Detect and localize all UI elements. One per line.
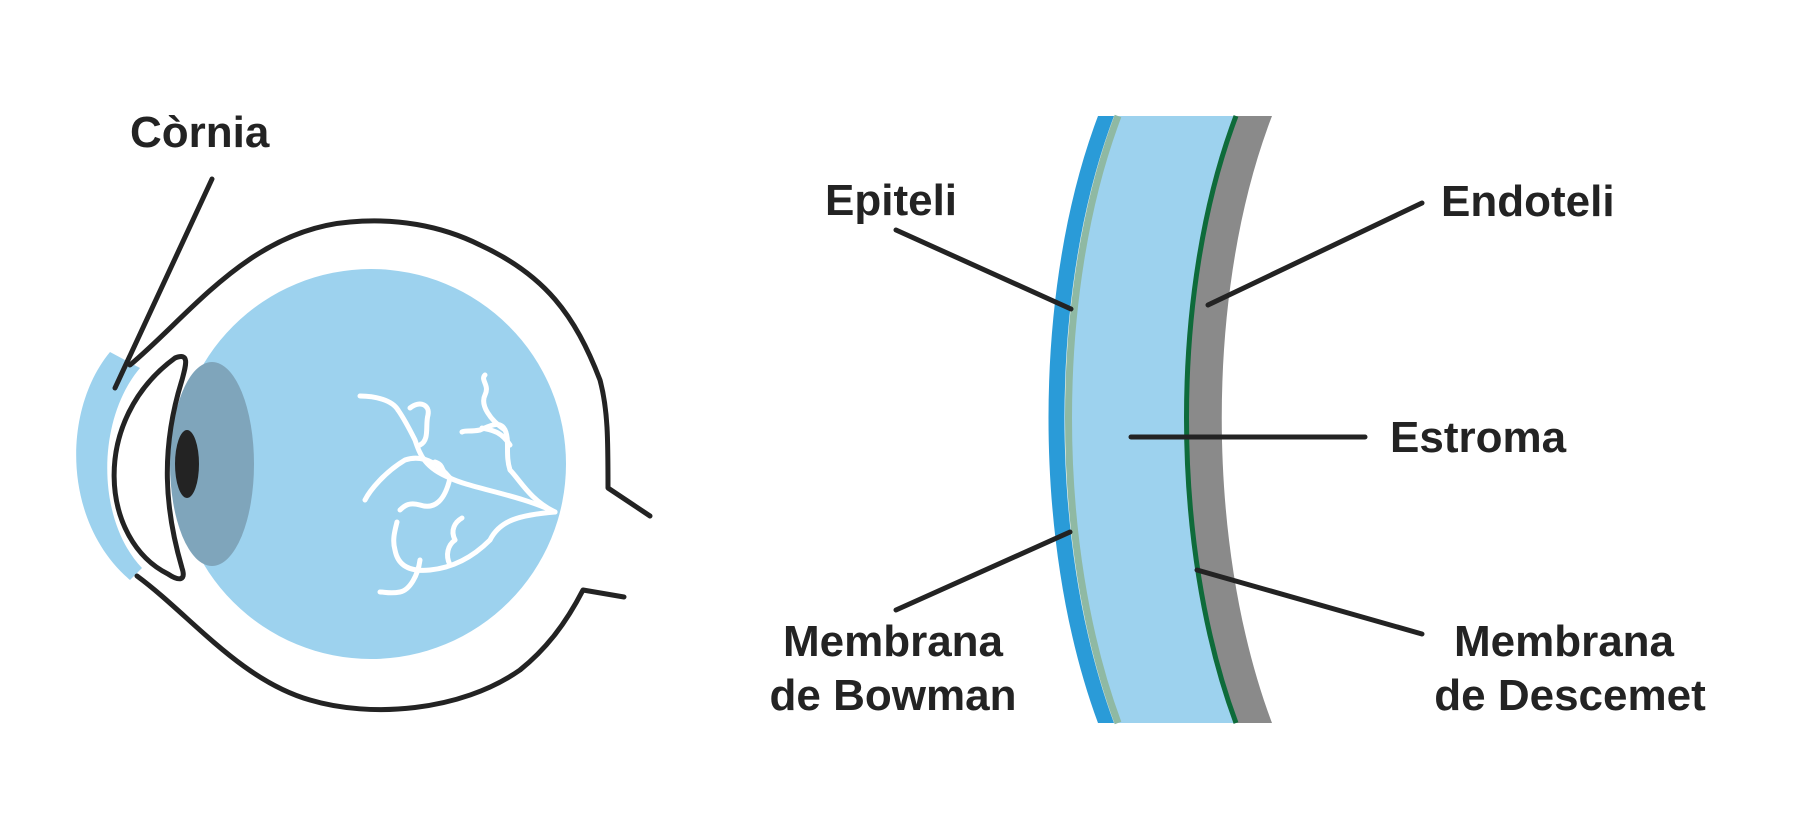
descemet-membrane-layer <box>1184 115 1239 724</box>
iris-shade <box>170 362 254 566</box>
endoteli-leader-line <box>1205 200 1425 308</box>
descemet-label-line2: de Descemet <box>1434 671 1706 720</box>
eye-cross-section: Còrnia <box>76 108 653 712</box>
endoteli-label: Endoteli <box>1441 177 1615 226</box>
descemet-leader-line <box>1194 567 1425 637</box>
bowman-leader-line <box>893 529 1073 613</box>
stroma-layer <box>1068 116 1236 723</box>
cornia-label: Còrnia <box>130 108 270 157</box>
cornea-layers: Epiteli Endoteli Estroma Membrana de Bow… <box>770 114 1706 725</box>
sclera-outline-lower <box>134 573 627 712</box>
descemet-label-line1: Membrana <box>1454 617 1675 666</box>
bowman-membrane-layer <box>1065 114 1122 725</box>
bowman-label-line2: de Bowman <box>770 671 1017 720</box>
epiteli-leader-line <box>893 227 1074 312</box>
estroma-label: Estroma <box>1390 413 1567 462</box>
retinal-vessels <box>357 372 558 596</box>
epiteli-label: Epiteli <box>825 176 957 225</box>
bowman-label-line1: Membrana <box>783 617 1004 666</box>
cornea-shape <box>76 352 142 580</box>
epithelium-layer <box>1048 116 1114 723</box>
sclera-outline <box>127 218 653 519</box>
pupil <box>175 430 199 498</box>
lens <box>111 354 189 582</box>
leader-lines <box>893 200 1425 637</box>
vitreous-body <box>176 269 566 659</box>
cornia-leader-line <box>112 176 215 391</box>
